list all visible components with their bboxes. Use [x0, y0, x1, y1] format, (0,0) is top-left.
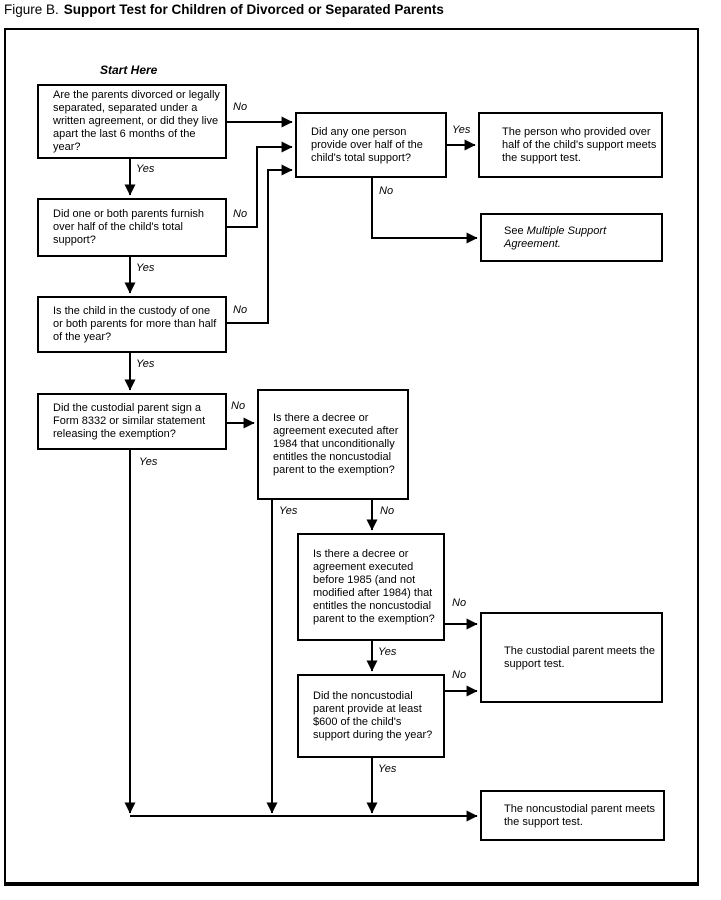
question-decree-after-1984: Is there a decree or agreement executed … — [257, 389, 409, 500]
no-label-2: No — [233, 208, 248, 220]
result-noncustodial-meets-test: The noncustodial parent meets the suppor… — [480, 790, 665, 841]
question-custody: Is the child in the custody of one or bo… — [37, 296, 227, 353]
question-parents-half-support: Did one or both parents furnish over hal… — [37, 198, 227, 257]
question-form-8332: Did the custodial parent sign a Form 833… — [37, 393, 227, 450]
no-label-6: No — [380, 505, 395, 517]
flowchart-frame — [4, 28, 699, 886]
yes-label-3: Yes — [136, 358, 155, 370]
yes-label-7: Yes — [378, 646, 397, 658]
figure-title-text: Support Test for Children of Divorced or… — [63, 2, 444, 17]
yes-label-5: Yes — [139, 456, 158, 468]
no-label-3: No — [233, 304, 248, 316]
figure-label: Figure B. — [4, 2, 59, 17]
start-here-label: Start Here — [100, 63, 158, 77]
no-label-7: No — [452, 597, 467, 609]
no-label-5: No — [231, 400, 246, 412]
result-person-meets-test: The person who provided over half of the… — [478, 112, 663, 178]
question-divorced-or-separated: Are the parents divorced or legally sepa… — [37, 84, 227, 159]
question-one-person-half-support: Did any one person provide over half of … — [295, 112, 447, 178]
yes-label-6: Yes — [279, 505, 298, 517]
no-label-4: No — [379, 185, 394, 197]
no-label-1: No — [233, 101, 248, 113]
yes-label-4: Yes — [452, 124, 471, 136]
result-see-multiple-support-agreement: See Multiple Support Agreement. — [480, 213, 663, 262]
msa-text: See Multiple Support Agreement. — [504, 224, 607, 250]
yes-label-2: Yes — [136, 262, 155, 274]
yes-label-1: Yes — [136, 163, 155, 175]
yes-label-8: Yes — [378, 763, 397, 775]
msa-italic-text: Multiple Support Agreement. — [504, 224, 607, 250]
result-custodial-meets-test: The custodial parent meets the support t… — [480, 612, 663, 703]
question-decree-before-1985: Is there a decree or agreement executed … — [297, 533, 445, 641]
no-label-8: No — [452, 669, 467, 681]
question-600-dollars-support: Did the noncustodial parent provide at l… — [297, 674, 445, 758]
figure-title: Figure B. Support Test for Children of Di… — [4, 2, 444, 17]
